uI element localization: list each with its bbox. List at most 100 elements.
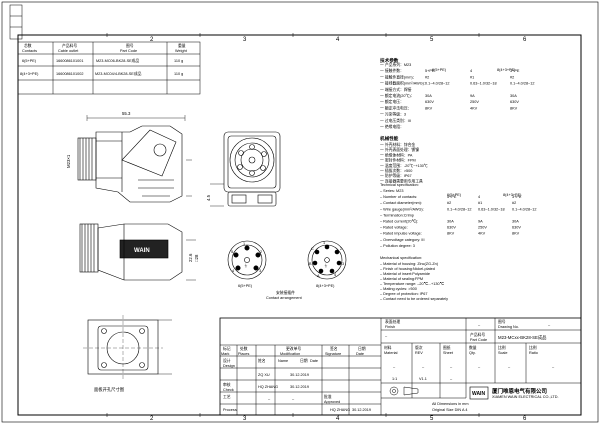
- pin-label: 1: [243, 242, 245, 246]
- drawing-no-cn: 图号: [498, 319, 506, 324]
- zone-number: 2: [150, 37, 154, 43]
- zone-number: 5: [430, 416, 434, 422]
- contact-caption-cn: 安装接插件: [276, 290, 295, 295]
- order-table-row: 6(5+PE) 1660086101001 M23-MC06-BK28-SE成品…: [22, 58, 183, 63]
- material-cn: 材料: [384, 345, 392, 350]
- spec-cn-row: 一 产品系列：M23: [380, 62, 411, 67]
- spec-en-row: – Overvoltage category: III: [380, 238, 425, 242]
- spec-cn-row: 8KV: [425, 106, 433, 110]
- check-date: 30.12.2019: [290, 385, 309, 389]
- dimension-panel-width: 22.6: [188, 253, 193, 262]
- spec-cn-mech-row: 一 外壳材料：锌合金: [380, 142, 415, 147]
- cell: 1660086101002: [56, 72, 83, 76]
- panel-cutout-view: [83, 315, 172, 380]
- pin-label: 3: [259, 269, 261, 273]
- spec-en-row: – Rated impulse voltage:: [380, 232, 422, 236]
- rev-cn: 版次: [415, 345, 423, 350]
- spec-cn-row: 9A: [470, 94, 475, 98]
- cell: 6(5+PE): [22, 59, 37, 63]
- pin-label: 4: [232, 269, 234, 273]
- top-view-logo: WAIN: [134, 248, 150, 254]
- designer-name: ZQ XU: [258, 373, 270, 377]
- spec-cn-row: 一 绝缘电阻：: [380, 124, 404, 129]
- part-code-en: Part Code: [470, 338, 487, 342]
- company-name-cn: 厦门唯恩电气有限公司: [492, 387, 547, 395]
- finish-dash: –: [478, 323, 481, 327]
- cell: 110 g: [174, 59, 183, 63]
- spec-en-mech-row: – Contact need to be ordered separately: [380, 297, 448, 301]
- spec-en-row: – Rated voltage:: [380, 226, 408, 230]
- spec-cn-row: 一 额定电压：: [380, 99, 404, 104]
- pin-label: 3: [342, 262, 344, 266]
- approver-name: HQ ZHANG: [330, 408, 350, 412]
- spec-cn-row: 一 额定电流(20℃)：: [380, 93, 414, 98]
- spec-cn-row: 4KV: [470, 106, 478, 110]
- pin-label-ground: ⏚: [324, 263, 328, 268]
- spec-en-mech-row: – Degree of protection: IP67: [380, 292, 428, 296]
- spec-en-row: 630V: [512, 226, 521, 230]
- sheet-cn: 图纸: [443, 345, 451, 350]
- spec-en-mech-rows: – Material of housing: Zinc(ZG-Zn)– Fini…: [380, 262, 448, 301]
- connector-side-view: [77, 115, 192, 203]
- zone-number: 3: [243, 416, 247, 422]
- process-cn: 工艺: [223, 394, 231, 399]
- contact-view-8pin: [307, 240, 347, 280]
- ratio-en: Ratio: [529, 351, 538, 355]
- zone-number: 6: [523, 37, 527, 43]
- spec-en-row: 0.1~4.0/28~12: [447, 207, 472, 211]
- spec-cn-row: #2: [510, 75, 514, 79]
- spec-en-row: 8KV: [447, 232, 455, 236]
- rev-header-date: 日期: [358, 346, 366, 351]
- cell: M23-MC06-BK28-SE成品: [96, 58, 139, 63]
- corner-stub: [9, 4, 23, 40]
- approved-cn: 批准: [324, 394, 332, 399]
- spec-en-row: 5+PE: [447, 195, 457, 199]
- logo-text: WAIN: [472, 391, 485, 397]
- finish-cn: 表面处理: [385, 319, 400, 324]
- cell: 1660086101001: [56, 59, 83, 63]
- spec-en-row: #1: [478, 201, 482, 205]
- header-contacts-cn: 芯数: [24, 43, 32, 48]
- zone-number: 5: [430, 37, 434, 43]
- spec-en-row: 8KV: [512, 232, 520, 236]
- contact-label-8pin: 8(4+3+PE): [316, 284, 335, 288]
- zone-number: 3: [243, 37, 247, 43]
- approve-date: 30.12.2019: [352, 408, 371, 412]
- header-contacts-en: Contacts: [22, 49, 37, 53]
- dimension-length: 55.3: [122, 111, 131, 116]
- spec-cn-row: 3+PE: [510, 69, 520, 73]
- spec-en-mech-row: – Mating cycles: >500: [380, 287, 417, 291]
- rev-header-sign: 签名: [330, 346, 338, 351]
- spec-cn-row: 8KV: [510, 106, 518, 110]
- contact-label-6pin: 6(5+PE): [238, 284, 253, 288]
- finish-en: Finish: [385, 325, 395, 329]
- spec-en-row: #2: [447, 201, 451, 205]
- material-en: Material: [384, 351, 398, 355]
- rev-value-dash: –: [422, 365, 425, 369]
- note-dimensions: All Dimensions in mm: [432, 402, 469, 406]
- cell: 8(4+3+PE): [20, 72, 39, 76]
- design-en: Design: [223, 364, 235, 368]
- date-header-cn: 日期: [300, 358, 308, 363]
- spec-en-row: 250V: [478, 226, 487, 230]
- zone-number: 4: [336, 37, 340, 43]
- process-dash: –: [268, 397, 271, 401]
- spec-cn-mech-row: 一 绝缘体材料：PA: [380, 152, 413, 157]
- spec-cn-row: 4: [470, 69, 472, 73]
- spec-en-row: – Contact diameter(mm):: [380, 201, 422, 205]
- panel-cutout-caption: 面板开孔尺寸图: [94, 386, 124, 393]
- spec-cn-row: 250V: [470, 100, 479, 104]
- spec-cn-row: 0.1~4.0/28~12: [510, 82, 535, 86]
- title-block-frame: [219, 317, 582, 416]
- spec-en-row: 30A: [512, 220, 519, 224]
- process-en: Process: [223, 408, 237, 412]
- spec-cn-row: 5+PE: [425, 69, 435, 73]
- rev-header-mod: 更改单号: [286, 346, 301, 351]
- spec-cn-row: 0.1~4.0/28~12: [425, 82, 450, 86]
- zone-number: 4: [336, 416, 340, 422]
- spec-cn-row: 一 端接方式：焊接: [380, 87, 412, 92]
